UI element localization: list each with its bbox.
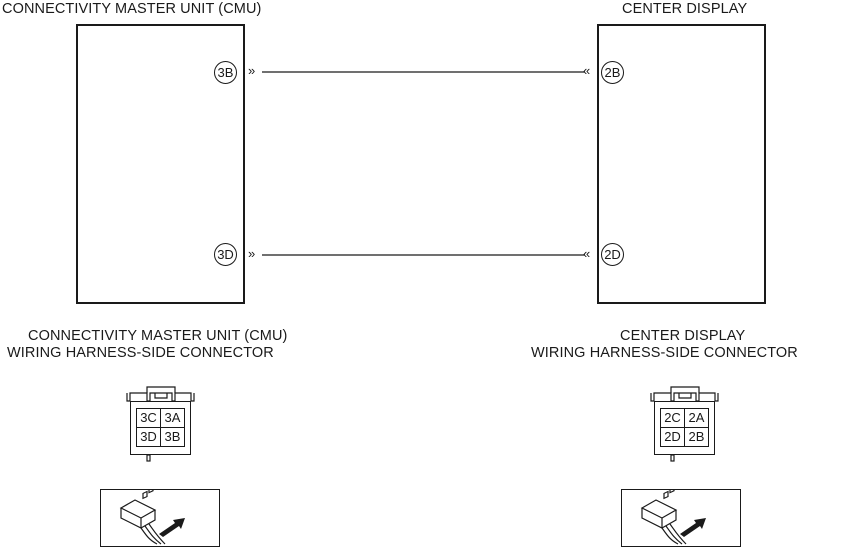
center-display-connector-subtitle: WIRING HARNESS-SIDE CONNECTOR [531, 345, 798, 361]
center-display-cavity-2d: 2D [660, 427, 685, 447]
cmu-view-direction-box [100, 484, 220, 547]
center-display-connector-housing [650, 386, 719, 462]
center-display-pin-2d: 2D [601, 243, 624, 266]
cmu-cavity-3a: 3A [160, 408, 185, 428]
center-display-cavity-2c: 2C [660, 408, 685, 428]
center-display-2d-connector-mark: « [583, 246, 591, 261]
cmu-connector-title: CONNECTIVITY MASTER UNIT (CMU) [28, 328, 288, 344]
cmu-cavity-3d: 3D [136, 427, 161, 447]
center-display-cavity-2b: 2B [684, 427, 709, 447]
cmu-pin-3d: 3D [214, 243, 237, 266]
harness-side-view-icon [119, 484, 185, 545]
center-display-cavity-2a: 2A [684, 408, 709, 428]
cmu-connector-subtitle: WIRING HARNESS-SIDE CONNECTOR [7, 345, 274, 361]
center-display-pin-2b: 2B [601, 61, 624, 84]
cmu-cavity-3b: 3B [160, 427, 185, 447]
harness-side-view-icon [640, 484, 706, 545]
cmu-connector-housing [126, 386, 195, 462]
center-display-view-direction-box [621, 484, 741, 547]
center-display-title: CENTER DISPLAY [622, 1, 748, 17]
center-display-unit-box [597, 24, 766, 304]
cmu-pin-3b: 3B [214, 61, 237, 84]
cmu-3d-connector-mark: » [248, 246, 256, 261]
cmu-title: CONNECTIVITY MASTER UNIT (CMU) [2, 1, 262, 17]
center-display-connector-title: CENTER DISPLAY [620, 328, 746, 344]
cmu-3b-connector-mark: » [248, 63, 256, 78]
cmu-cavity-3c: 3C [136, 408, 161, 428]
center-display-2b-connector-mark: « [583, 63, 591, 78]
